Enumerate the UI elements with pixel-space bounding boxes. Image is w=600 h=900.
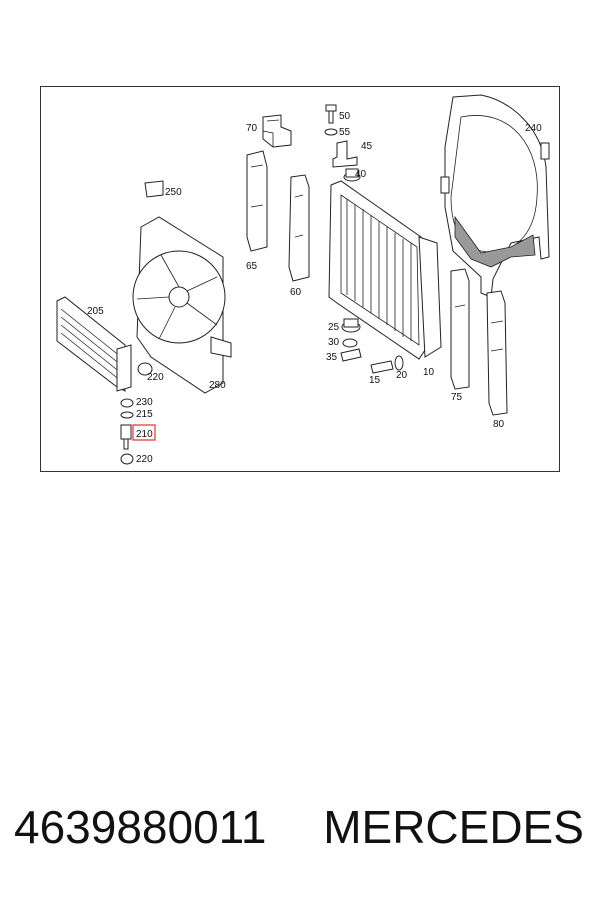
part-240-fan-shroud: [440, 94, 550, 298]
part-number: 4639880011: [14, 801, 267, 853]
callout-label: 20: [396, 370, 408, 381]
callout-label: 55: [339, 127, 351, 138]
part-75-seal: [450, 268, 470, 390]
part-280-fan-assembly: [132, 216, 232, 394]
callout-label: 30: [328, 337, 340, 348]
callout-label: 250: [165, 187, 182, 198]
callout-label: 35: [326, 352, 338, 363]
callout-label: 15: [369, 375, 381, 386]
part-45-bracket: [332, 140, 358, 168]
part-caption: 4639880011 MERCEDES: [14, 800, 594, 870]
part-15-20-drain-plug: [370, 355, 404, 374]
callout-label: 75: [451, 392, 463, 403]
part-250-clip: [144, 180, 164, 198]
callout-label: 230: [136, 397, 153, 408]
brand-name: MERCEDES: [323, 801, 584, 853]
callout-label: 40: [355, 169, 367, 180]
highlight-box: [132, 424, 156, 441]
part-stack-230-215-210-220: [120, 398, 134, 465]
callout-label: 60: [290, 287, 302, 298]
callout-label: 50: [339, 111, 351, 122]
callout-label: 70: [246, 123, 258, 134]
callout-label: 80: [493, 419, 505, 430]
parts-diagram-frame: 70 50 55 45 240 250 40 65 60 205 25 30 3…: [40, 86, 560, 472]
part-70-bracket: [262, 114, 292, 148]
part-10-radiator: [328, 180, 442, 360]
callout-label: 240: [525, 123, 542, 134]
part-80-seal: [486, 290, 508, 416]
exploded-parts-diagram: 70 50 55 45 240 250 40 65 60 205 25 30 3…: [56, 94, 550, 465]
part-65-air-guide: [246, 150, 268, 252]
part-25-30-35-mounts: [340, 318, 362, 362]
callout-label: 280: [209, 380, 226, 391]
callout-label: 45: [361, 141, 373, 152]
callout-label: 65: [246, 261, 258, 272]
callout-label-highlighted: 210: [136, 429, 153, 440]
part-50-bolt: [325, 104, 337, 124]
callout-label: 10: [423, 367, 435, 378]
callout-label: 220: [147, 372, 164, 383]
callout-label: 25: [328, 322, 340, 333]
callout-label: 215: [136, 409, 153, 420]
part-220-nut-upper: [137, 362, 153, 376]
part-205-condenser: [56, 296, 132, 392]
part-60-side-seal: [288, 174, 310, 282]
part-40-grommet: [343, 168, 361, 182]
callout-label: 220: [136, 454, 153, 465]
part-55-washer: [324, 128, 338, 136]
callout-label: 205: [87, 306, 104, 317]
